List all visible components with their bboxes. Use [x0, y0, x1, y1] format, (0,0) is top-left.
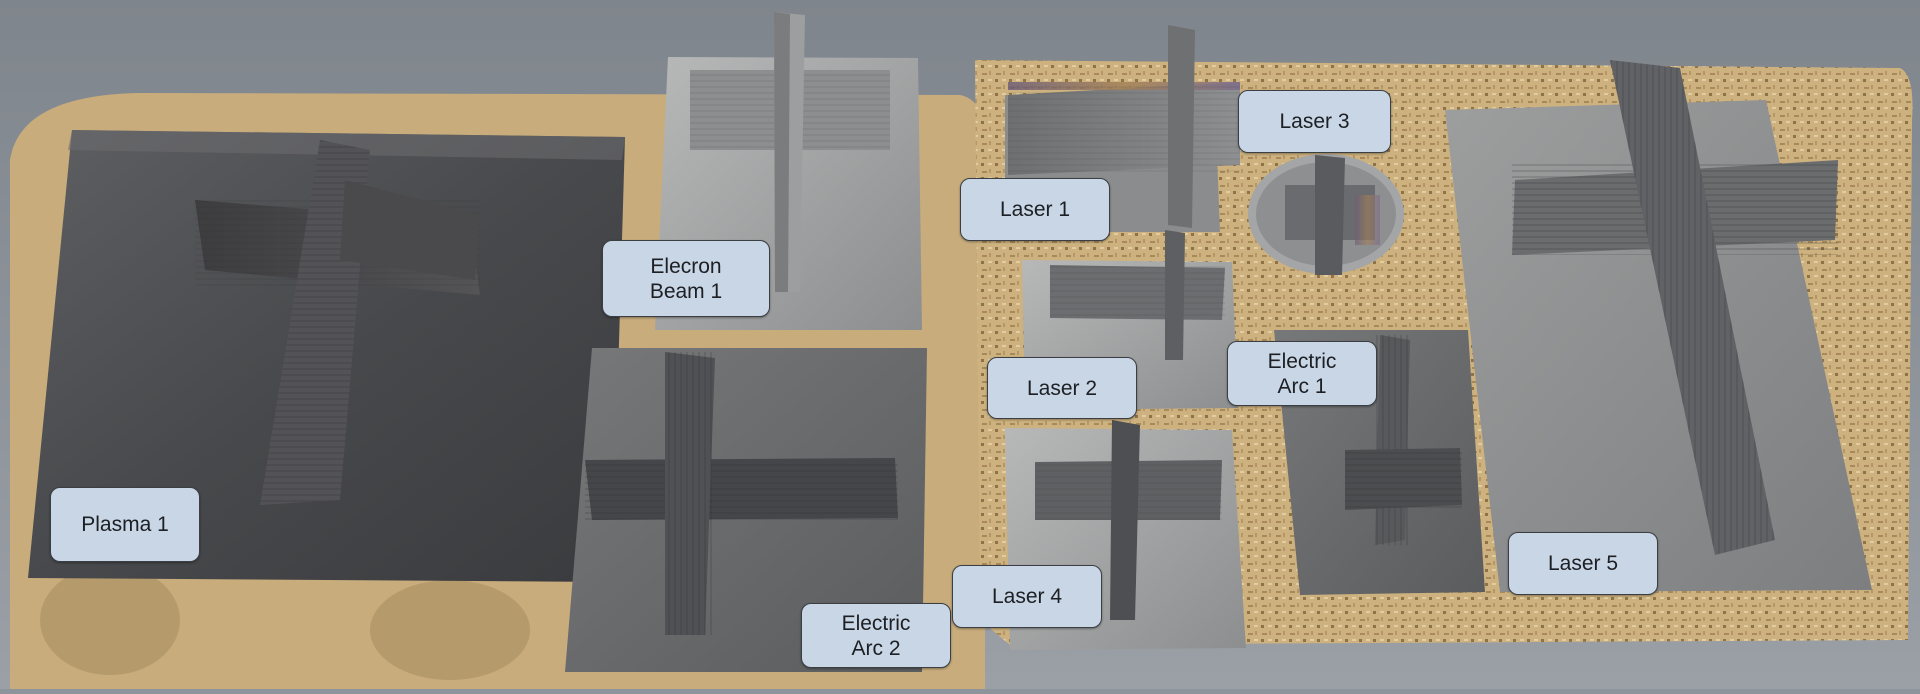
label-laser-5: Laser 5 — [1508, 532, 1658, 595]
label-laser-4: Laser 4 — [952, 565, 1102, 628]
label-laser-2: Laser 2 — [987, 357, 1137, 419]
label-electron-beam-1: Elecron Beam 1 — [602, 240, 770, 317]
label-laser-1: Laser 1 — [960, 178, 1110, 241]
label-electric-arc-2: Electric Arc 2 — [801, 603, 951, 668]
label-electric-arc-1: Electric Arc 1 — [1227, 341, 1377, 406]
label-laser-3: Laser 3 — [1238, 90, 1391, 153]
label-plasma-1: Plasma 1 — [50, 487, 200, 562]
